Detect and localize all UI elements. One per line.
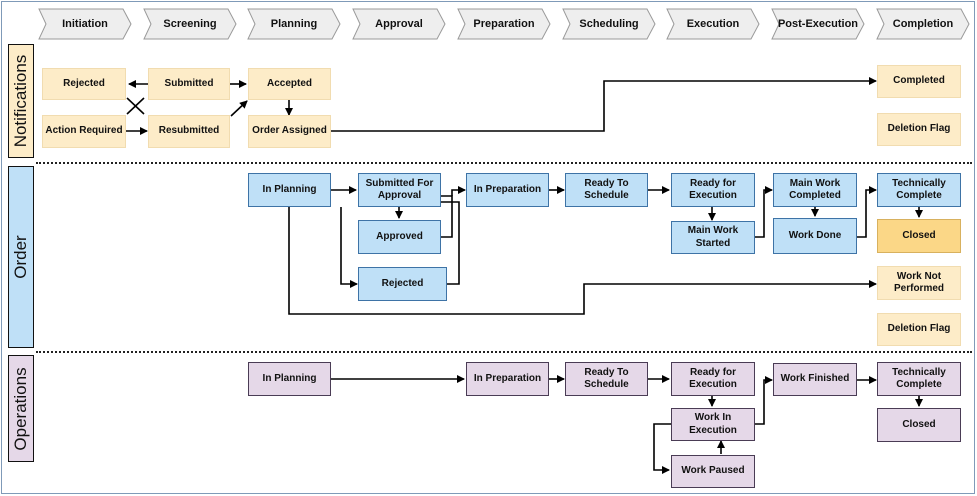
order-main-work-started: Main Work Started [671,221,755,254]
phase-scheduling: Scheduling [562,8,656,40]
order-ready-to-schedule: Ready To Schedule [565,173,648,207]
order-in-planning: In Planning [248,173,331,207]
phase-approval: Approval [352,8,446,40]
notification-submitted: Submitted [148,68,230,100]
lane-divider [36,351,972,353]
notification-rejected: Rejected [42,68,126,100]
phase-completion: Completion [876,8,970,40]
order-work-done: Work Done [773,218,857,254]
notification-action-required: Action Required [42,115,126,148]
operation-work-in-execution: Work In Execution [671,408,755,441]
phase-label: Planning [270,18,318,30]
phase-label: Completion [892,18,954,30]
operation-in-preparation: In Preparation [466,362,549,396]
order-deletion-flag: Deletion Flag [877,313,961,346]
phase-screening: Screening [143,8,237,40]
lane-notifications: Notifications [8,44,34,158]
lane-operations: Operations [8,355,34,462]
operation-in-planning: In Planning [248,362,331,396]
operation-work-paused: Work Paused [671,455,755,488]
phase-initiation: Initiation [38,8,132,40]
order-ready-for-execution: Ready for Execution [671,173,755,207]
notification-resubmitted: Resubmitted [148,115,230,148]
notification-accepted: Accepted [248,68,331,100]
order-rejected: Rejected [358,267,447,301]
phase-label: Execution [686,18,740,30]
operation-work-finished: Work Finished [773,363,857,396]
order-technically-complete: Technically Complete [877,173,961,207]
notification-completed: Completed [877,65,961,98]
phase-label: Initiation [62,18,108,30]
order-work-not-performed: Work Not Performed [877,266,961,300]
order-main-work-completed: Main Work Completed [773,173,857,207]
order-approved: Approved [358,220,441,254]
phase-label: Approval [375,18,423,30]
order-submitted-for-approval: Submitted For Approval [358,173,441,207]
phase-planning: Planning [247,8,341,40]
lane-order: Order [8,166,34,348]
operation-technically-complete: Technically Complete [877,362,961,396]
operation-ready-for-execution: Ready for Execution [671,362,755,396]
phase-post-execution: Post-Execution [771,8,865,40]
phase-label: Screening [163,18,217,30]
phase-label: Preparation [473,18,535,30]
phase-label: Post-Execution [777,18,859,30]
phase-preparation: Preparation [457,8,551,40]
operation-closed: Closed [877,408,961,442]
phase-label: Scheduling [579,18,639,30]
notification-deletion-flag: Deletion Flag [877,113,961,146]
order-in-preparation: In Preparation [466,173,549,207]
operation-ready-to-schedule: Ready To Schedule [565,362,648,396]
notification-order-assigned: Order Assigned [248,115,331,148]
phase-execution: Execution [666,8,760,40]
lane-divider [36,162,972,164]
order-closed: Closed [877,219,961,253]
